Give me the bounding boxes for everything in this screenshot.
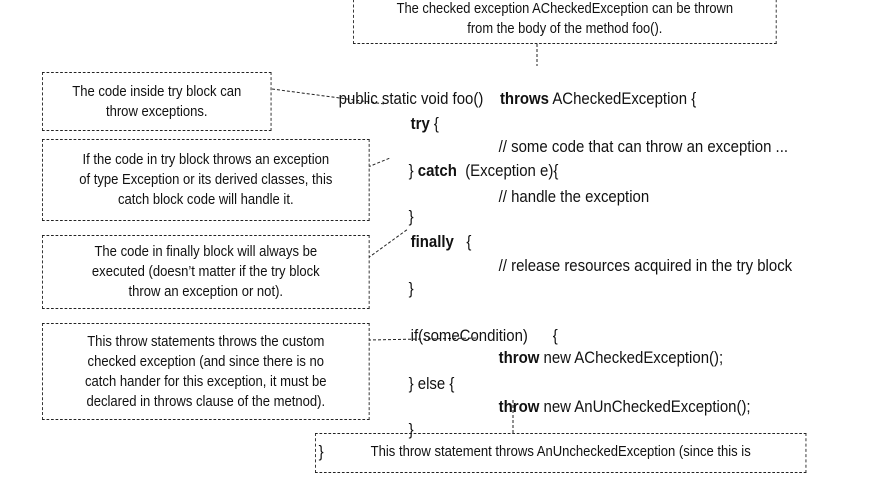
code-throw-checked-keyword: throw (498, 348, 540, 367)
code-finally-keyword: finally (410, 232, 454, 251)
code-finally-rest: { (453, 232, 472, 251)
connector-try (271, 88, 386, 105)
code-close-2: } (408, 279, 414, 298)
code-line-close-1: } (392, 187, 414, 247)
code-line-catch-comment: // handle the exception (482, 167, 650, 227)
code-line-finally: finally { (394, 212, 472, 272)
code-line-close-2: } (392, 259, 414, 319)
code-throw-unchecked-keyword: throw (498, 397, 540, 416)
code-line-signature: public static void foo() throws AChecked… (322, 69, 697, 129)
annotation-checked-throw-text: This throw statements throws the custom … (85, 333, 327, 410)
connector-finally (367, 228, 409, 259)
code-close-method: } (318, 442, 324, 461)
code-try-keyword: try (410, 114, 430, 133)
code-catch-rest: (Exception e){ (456, 161, 559, 180)
code-catch-keyword: catch (417, 161, 457, 180)
code-throws-rest: ACheckedException { (548, 89, 697, 108)
annotation-try-box: The code inside try block can throw exce… (42, 72, 272, 131)
code-signature: public static void foo() (338, 89, 484, 108)
code-try-rest: { (429, 114, 439, 133)
code-throws-keyword: throws (499, 89, 549, 108)
annotation-catch-text: If the code in try block throws an excep… (79, 152, 333, 208)
code-line-if: if(someCondition) { (394, 306, 558, 366)
code-line-throw-checked: throw new ACheckedException(); (482, 328, 724, 388)
code-catch-comment: // handle the exception (498, 187, 650, 206)
code-line-try: try { (394, 94, 439, 154)
annotation-top-box: The checked exception ACheckedException … (353, 0, 777, 44)
annotation-unchecked-throw-box: This throw statement throws AnUncheckedE… (315, 433, 807, 473)
annotation-try-text: The code inside try block can throw exce… (72, 83, 242, 120)
code-line-try-comment: // some code that can throw an exception… (482, 117, 788, 177)
code-line-close-method: } (302, 422, 324, 482)
diagram-canvas: The checked exception ACheckedException … (42, 0, 807, 473)
annotation-top-text: The checked exception ACheckedException … (396, 1, 734, 37)
code-line-else: } else { (392, 354, 455, 414)
annotation-finally-text: The code in finally block will always be… (91, 244, 320, 300)
connector-checked-throw (367, 337, 479, 341)
code-if: if(someCondition) { (410, 326, 558, 345)
annotation-catch-box: If the code in try block throws an excep… (42, 139, 370, 221)
code-line-close-3: } (392, 400, 414, 460)
code-catch-open: } (408, 161, 418, 180)
code-line-throw-unchecked: throw new AnUnCheckedException(); (482, 377, 751, 437)
annotation-finally-box: The code in finally block will always be… (42, 235, 370, 309)
annotation-unchecked-throw-text: This throw statement throws AnUncheckedE… (370, 444, 751, 460)
connector-lines (271, 44, 538, 433)
annotation-checked-throw-box: This throw statements throws the custom … (42, 323, 370, 420)
code-finally-comment: // release resources acquired in the try… (498, 256, 793, 275)
code-close-1: } (408, 207, 414, 226)
code-line-catch: } catch (Exception e){ (392, 141, 559, 201)
code-throw-unchecked-rest: new AnUnCheckedException(); (539, 397, 751, 416)
code-line-finally-comment: // release resources acquired in the try… (482, 236, 793, 296)
connector-catch (367, 157, 391, 168)
code-throw-checked-rest: new ACheckedException(); (539, 348, 724, 367)
code-else: } else { (408, 374, 455, 393)
code-close-3: } (408, 420, 414, 439)
code-try-comment: // some code that can throw an exception… (498, 137, 789, 156)
